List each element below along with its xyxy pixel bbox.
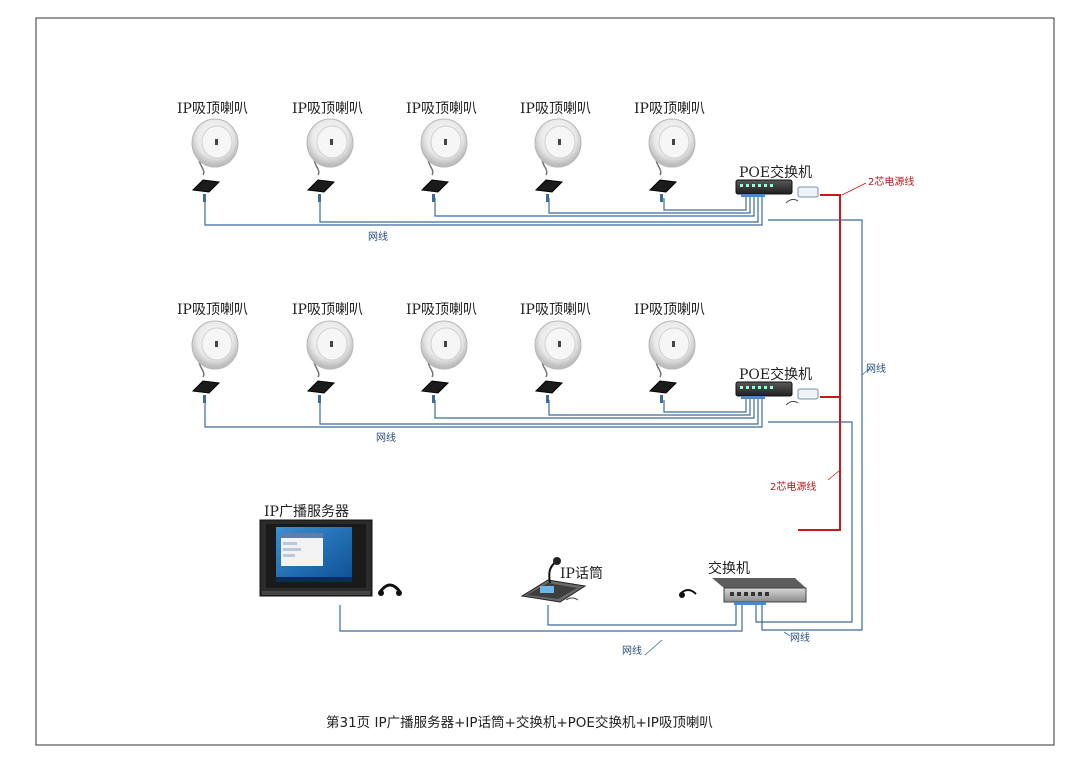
power-adapter-icon	[785, 186, 819, 204]
ceiling-speaker: IP吸顶喇叭	[634, 302, 705, 403]
network-cable-label: 网线	[622, 644, 642, 657]
speaker-label: IP吸顶喇叭	[520, 101, 591, 117]
ceiling-speaker-icon	[191, 118, 239, 176]
speaker-label: IP吸顶喇叭	[520, 302, 591, 318]
poe-switch-2: POE交换机	[735, 366, 819, 406]
main-switch: 交换机	[679, 560, 807, 605]
speaker-label: IP吸顶喇叭	[177, 101, 248, 117]
ceiling-speaker: IP吸顶喇叭	[520, 302, 591, 403]
page-frame	[35, 17, 1055, 746]
poe-adapter-icon	[648, 179, 678, 202]
power-adapter-icon	[785, 388, 819, 406]
ceiling-speaker-icon	[420, 118, 468, 176]
poe-adapter-icon	[648, 380, 678, 403]
network-cable-label: 网线	[368, 230, 388, 243]
ceiling-speaker: IP吸顶喇叭	[177, 101, 248, 202]
ceiling-speaker: IP吸顶喇叭	[634, 101, 705, 202]
paging-microphone-icon	[520, 557, 587, 603]
server-label: IP广播服务器	[264, 504, 349, 520]
network-switch-icon	[735, 179, 793, 197]
poe-switch-label: POE交换机	[739, 164, 812, 181]
ceiling-speaker: IP吸顶喇叭	[520, 101, 591, 202]
poe-switch-label: POE交换机	[739, 366, 812, 383]
ceiling-speaker: IP吸顶喇叭	[406, 302, 477, 403]
ceiling-speaker: IP吸顶喇叭	[177, 302, 248, 403]
poe-adapter-icon	[306, 179, 336, 202]
network-switch-icon	[735, 381, 793, 399]
poe-switch-1: POE交换机	[735, 164, 819, 204]
ceiling-speaker: IP吸顶喇叭	[292, 302, 363, 403]
broadcast-server: IP广播服务器	[259, 504, 402, 597]
speaker-label: IP吸顶喇叭	[634, 302, 705, 318]
ceiling-speaker-icon	[191, 320, 239, 378]
ceiling-speaker: IP吸顶喇叭	[292, 101, 363, 202]
poe-adapter-icon	[306, 380, 336, 403]
network-switch-icon	[712, 578, 807, 605]
poe-adapter-icon	[534, 179, 564, 202]
power-cable	[798, 194, 841, 531]
network-cables	[204, 196, 863, 632]
ceiling-speaker-icon	[648, 320, 696, 378]
microphone-label: IP话筒	[560, 565, 603, 582]
ip-microphone: IP话筒	[520, 557, 603, 603]
broadcast-server-icon	[259, 519, 373, 597]
ceiling-speaker-icon	[420, 320, 468, 378]
power-cable-label: 2芯电源线	[770, 480, 816, 493]
headset-icon	[378, 583, 402, 596]
ceiling-speaker-icon	[648, 118, 696, 176]
speaker-label: IP吸顶喇叭	[292, 302, 363, 318]
ceiling-speaker-icon	[306, 118, 354, 176]
poe-adapter-icon	[420, 179, 450, 202]
speaker-label: IP吸顶喇叭	[292, 101, 363, 117]
page-caption: 第31页 IP广播服务器+IP话筒+交换机+POE交换机+IP吸顶喇叭	[326, 714, 713, 731]
network-cable-label: 网线	[376, 431, 396, 444]
ceiling-speaker: IP吸顶喇叭	[406, 101, 477, 202]
label-leaders	[644, 182, 871, 656]
poe-adapter-icon	[534, 380, 564, 403]
ceiling-speaker-icon	[306, 320, 354, 378]
speaker-label: IP吸顶喇叭	[177, 302, 248, 318]
speaker-label: IP吸顶喇叭	[634, 101, 705, 117]
power-cord-icon	[679, 589, 697, 598]
network-cable-label: 网线	[790, 631, 810, 644]
power-cable-label: 2芯电源线	[868, 175, 914, 188]
speaker-label: IP吸顶喇叭	[406, 101, 477, 117]
speaker-label: IP吸顶喇叭	[406, 302, 477, 318]
ceiling-speaker-icon	[534, 118, 582, 176]
poe-adapter-icon	[191, 179, 221, 202]
poe-adapter-icon	[420, 380, 450, 403]
ceiling-speaker-icon	[534, 320, 582, 378]
poe-adapter-icon	[191, 380, 221, 403]
switch-label: 交换机	[708, 560, 750, 577]
network-cable-label: 网线	[866, 362, 886, 375]
